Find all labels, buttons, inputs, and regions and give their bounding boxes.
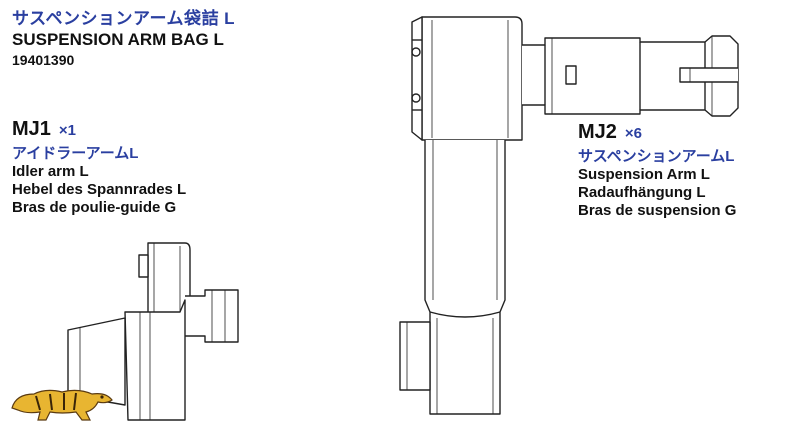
mj2-arm-drawing <box>399 16 739 415</box>
tiger-logo-icon <box>11 389 113 421</box>
mj1-heading: MJ1 ×1 <box>12 118 186 141</box>
mj2-name-en: Suspension Arm L <box>578 166 710 183</box>
mj1-qty: ×1 <box>58 122 77 139</box>
mj2-name-jp: サスペンションアームL <box>578 148 735 165</box>
mj2-name-de: Radaufhängung L <box>578 184 706 201</box>
mj1-name-de: Hebel des Spannrades L <box>12 181 187 198</box>
mj1-name-jp: アイドラーアームL <box>12 145 139 162</box>
mj2-label-block: MJ2 ×6 サスペンションアームL Suspension Arm L Radau… <box>578 121 736 220</box>
mj1-label-block: MJ1 ×1 アイドラーアームL Idler arm L Hebel des Sp… <box>12 118 186 217</box>
title-english: SUSPENSION ARM BAG L <box>12 30 224 49</box>
mj1-arm-drawing <box>67 242 239 421</box>
mj1-name-fr: Bras de poulie-guide G <box>12 199 177 216</box>
mj2-name-fr: Bras de suspension G <box>578 202 737 219</box>
mj1-name-en: Idler arm L <box>12 163 89 180</box>
mj2-heading: MJ2 ×6 <box>578 121 736 144</box>
mj2-code: MJ2 <box>578 121 617 143</box>
part-number: 19401390 <box>12 52 75 68</box>
title-japanese: サスペンションアーム袋詰 L <box>12 9 236 28</box>
mj2-qty: ×6 <box>624 125 643 142</box>
mj1-code: MJ1 <box>12 118 51 140</box>
